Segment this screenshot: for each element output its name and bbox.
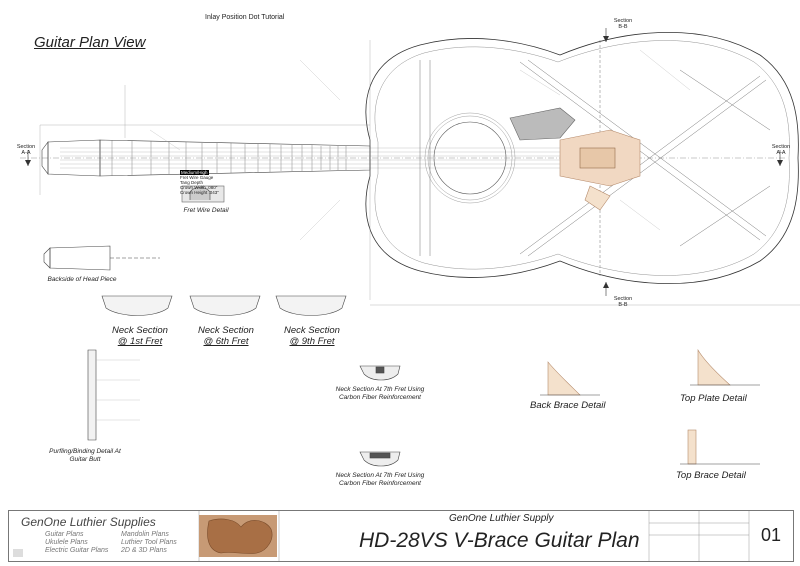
section-bb-bottom-label: Section B-B <box>613 296 633 308</box>
top-plate-detail-label: Top Plate Detail <box>680 393 747 404</box>
neck-section-9th-label: Neck Section @ 9th Fret <box>284 325 340 347</box>
plan-view-title: Guitar Plan View <box>34 34 146 51</box>
sheet-number: 01 <box>761 525 782 545</box>
fret-wire-detail-label: Fret Wire Detail <box>183 207 229 214</box>
neck-section-1st-label: Neck Section @ 1st Fret <box>112 325 168 347</box>
neck-section-7th-a-label: Neck Section At 7th Fret Using Carbon Fi… <box>335 386 425 401</box>
brand-name: GenOne Luthier Supplies <box>21 515 156 529</box>
product-list-left: Guitar Plans Ukulele Plans Electric Guit… <box>45 531 109 554</box>
neck-section-7th-b-label: Neck Section At 7th Fret Using Carbon Fi… <box>335 472 425 487</box>
inlay-tutorial-heading: Inlay Position Dot Tutorial <box>205 14 285 21</box>
title-block-frame <box>13 511 750 561</box>
purfling-detail-label: Purfling/Binding Detail At Guitar Butt <box>49 448 121 463</box>
section-aa-left-label: Section A-A <box>16 144 36 156</box>
section-aa-right-label: Section A-A <box>771 144 791 156</box>
top-brace-detail-label: Top Brace Detail <box>676 470 746 481</box>
title-block: GenOne Luthier Supplies Guitar Plans Uku… <box>8 510 794 562</box>
backside-head-label: Backside of Head Piece <box>47 276 117 283</box>
product-list-right: Mandolin Plans Luthier Tool Plans 2D & 3… <box>121 531 177 554</box>
fret-wire-legend: Medium/High Fret Wire Gauge Tang Depth C… <box>180 170 219 195</box>
neck-section-6th-label: Neck Section @ 6th Fret <box>198 325 254 347</box>
plan-title: HD-28VS V-Brace Guitar Plan <box>359 529 640 552</box>
back-brace-detail-label: Back Brace Detail <box>530 400 606 411</box>
supply-name: GenOne Luthier Supply <box>449 513 554 524</box>
section-bb-top-label: Section B-B <box>613 18 633 30</box>
